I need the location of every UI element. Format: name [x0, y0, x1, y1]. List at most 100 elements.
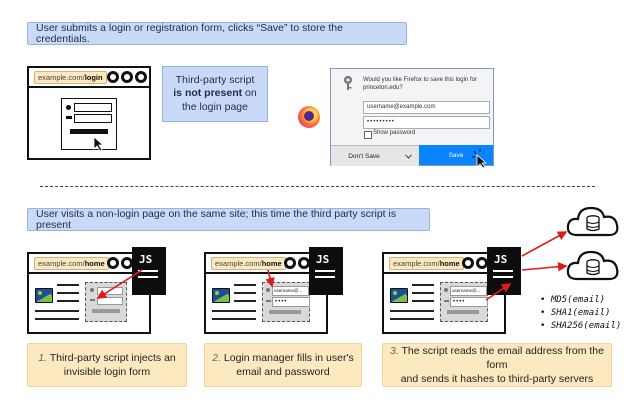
text-line — [212, 318, 256, 320]
username-input[interactable]: username@example.com — [363, 101, 490, 114]
mouse-pointer-icon — [93, 136, 105, 152]
url-path: home — [261, 259, 282, 268]
window-button-icon — [476, 257, 488, 269]
caption-step-1: 1. Third-party script injects an invisib… — [27, 343, 187, 387]
caption-line-2: email and password — [236, 366, 330, 378]
window-button-icon — [462, 257, 474, 269]
password-input[interactable]: ••••••••• — [363, 116, 490, 129]
show-password-label: Show password — [373, 130, 416, 136]
save-button[interactable]: Save — [419, 145, 493, 165]
hash-item: • SHA256(email) — [540, 321, 622, 332]
text-line — [35, 318, 79, 320]
exfiltration-arrows — [485, 231, 568, 301]
url-domain: example.com/ — [38, 73, 85, 82]
url-path: login — [84, 73, 103, 82]
step-number: 1. — [38, 351, 47, 364]
url-bar: example.com/home — [389, 257, 464, 270]
send-hash-arrow-1 — [521, 231, 568, 257]
third-party-server-cloud-icon — [566, 206, 619, 237]
firefox-logo-icon — [298, 106, 320, 128]
hash-md5: MD5(email) — [550, 295, 606, 305]
show-password-checkbox[interactable] — [364, 131, 372, 139]
step-banner-top: User submits a login or registration for… — [27, 22, 407, 45]
invisible-login-form — [85, 282, 127, 322]
url-bar: example.com/home — [211, 257, 286, 270]
password-field-sketch — [74, 114, 112, 123]
step-banner-bottom-text: User visits a non-login page on the same… — [36, 208, 397, 231]
text-line — [390, 318, 434, 320]
note-line-2: is not present on — [163, 87, 267, 101]
text-line — [390, 310, 434, 312]
dont-save-dropdown-button[interactable] — [397, 145, 419, 166]
step-banner-bottom: User visits a non-login page on the same… — [27, 208, 430, 231]
browser-toolbar: example.com/home — [206, 254, 326, 274]
invisible-login-form: username@... •••• — [262, 282, 310, 322]
caption-text: 1. Third-party script injects an invisib… — [38, 351, 176, 379]
dont-save-button[interactable]: Don't Save — [331, 145, 398, 166]
caption-step-2: 2. Login manager fills in user's email a… — [204, 343, 362, 387]
url-domain: example.com/ — [215, 259, 262, 268]
text-line — [412, 284, 434, 286]
window-button-icon — [107, 257, 119, 269]
url-path: home — [439, 259, 460, 268]
step-number: 2. — [212, 351, 221, 364]
filled-password-field: •••• — [272, 297, 310, 307]
user-icon — [66, 105, 71, 110]
text-line — [234, 300, 256, 302]
browser-toolbar: example.com/home — [29, 254, 149, 274]
login-page-browser: example.com/login — [27, 66, 151, 160]
filled-username-field: username@... — [272, 286, 309, 296]
js-label: JS — [494, 253, 508, 266]
caption-text: 3. The script reads the email address fr… — [383, 344, 611, 387]
autofill-arrow — [265, 269, 275, 288]
caption-line-2: invisible login form — [63, 366, 151, 378]
filled-username-field: username@... — [450, 286, 487, 296]
invisible-login-form: username@... •••• — [440, 282, 488, 322]
window-button-icon — [135, 71, 147, 83]
image-icon — [35, 288, 53, 303]
note-line-3: the login page — [182, 100, 248, 113]
note-line-1: Third-party script — [175, 73, 255, 86]
js-label: JS — [316, 253, 330, 266]
step-banner-top-text: User submits a login or registration for… — [36, 22, 343, 45]
caption-line-2: and sends it hashes to third-party serve… — [400, 373, 594, 386]
text-line — [57, 300, 79, 302]
image-icon — [390, 288, 408, 303]
filled-password-field: •••• — [450, 297, 488, 307]
caption-line-1: The script reads the email address from … — [401, 344, 604, 371]
caption-line-1: Third-party script injects an — [49, 351, 176, 364]
save-login-dialog: Would you like Firefox to save this logi… — [330, 68, 494, 169]
submit-button-sketch — [70, 129, 108, 134]
window-button-icon — [121, 257, 133, 269]
mouse-pointer-icon — [472, 149, 488, 169]
text-line — [35, 310, 79, 312]
login-form-sketch — [61, 98, 117, 150]
hash-item: • MD5(email) — [540, 295, 606, 305]
text-line — [234, 292, 256, 294]
text-line — [412, 300, 434, 302]
window-button-icon — [284, 257, 296, 269]
window-button-icon — [121, 71, 133, 83]
hash-list: • MD5(email) • SHA1(email) • SHA256(emai… — [540, 294, 621, 333]
third-party-server-cloud-icon — [566, 250, 619, 281]
text-line — [412, 292, 434, 294]
caption-line-1: Login manager fills in user's — [223, 351, 354, 364]
key-icon — [66, 116, 72, 119]
send-hash-arrow-2 — [521, 261, 568, 272]
note-emphasis: is not present — [173, 87, 243, 100]
dont-save-label: Don't Save — [348, 152, 380, 160]
chevron-down-icon — [404, 153, 412, 159]
inject-arrow — [96, 269, 143, 299]
caption-text: 2. Login manager fills in user's email a… — [212, 351, 354, 379]
username-field-sketch — [74, 103, 112, 112]
home-page-browser-2: example.com/home username@... •••• — [204, 252, 328, 334]
third-party-script-icon: JS — [309, 247, 343, 295]
section-divider — [40, 186, 595, 187]
read-email-arrow — [485, 283, 512, 301]
hash-sha1: SHA1(email) — [550, 308, 611, 319]
third-party-script-icon: JS — [132, 247, 166, 295]
key-icon — [344, 76, 352, 90]
text-line — [57, 292, 79, 294]
caption-step-3: 3. The script reads the email address fr… — [382, 343, 612, 387]
image-icon — [212, 288, 230, 303]
